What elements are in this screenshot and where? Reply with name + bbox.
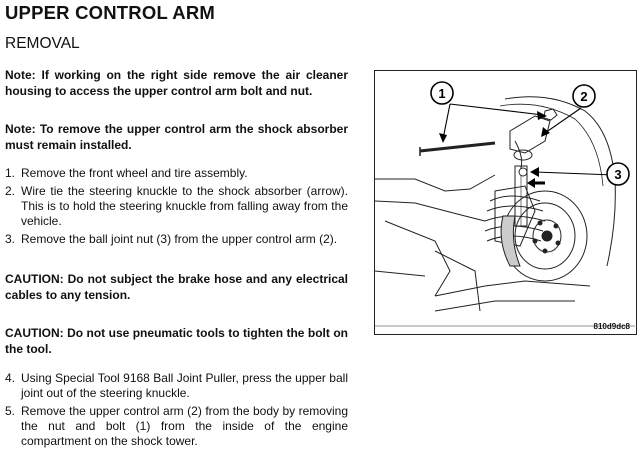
- caution-brake-hose: CAUTION: Do not subject the brake hose a…: [5, 272, 348, 302]
- caution-pneumatic-tools: CAUTION: Do not use pneumatic tools to t…: [5, 326, 348, 356]
- steps-list-first: 1.Remove the front wheel and tire assemb…: [5, 166, 348, 250]
- list-item: 3.Remove the ball joint nut (3) from the…: [5, 232, 338, 246]
- callout-1: 1: [430, 81, 454, 105]
- list-item: 2.Wire tie the steering knuckle to the s…: [5, 184, 348, 228]
- suspension-figure: 1 2 3 810d9dc8: [374, 70, 637, 335]
- steps-list-second: 4.Using Special Tool 9168 Ball Joint Pul…: [5, 371, 348, 452]
- callout-3-label: 3: [614, 167, 621, 182]
- suspension-illustration: 1 2 3: [375, 81, 635, 327]
- callout-3: 3: [606, 162, 630, 186]
- list-item: 5.Remove the upper control arm (2) from …: [5, 404, 348, 448]
- page-title: UPPER CONTROL ARM: [5, 2, 215, 23]
- callout-2: 2: [572, 84, 596, 108]
- list-item: 1.Remove the front wheel and tire assemb…: [5, 166, 248, 180]
- list-item: 4.Using Special Tool 9168 Ball Joint Pul…: [5, 371, 348, 400]
- callout-1-label: 1: [438, 86, 445, 101]
- section-title: REMOVAL: [5, 35, 80, 52]
- callout-2-label: 2: [580, 89, 587, 104]
- note-shock-absorber: Note: To remove the upper control arm th…: [5, 122, 348, 152]
- figure-code: 810d9dc8: [593, 322, 630, 331]
- note-air-cleaner: Note: If working on the right side remov…: [5, 68, 348, 98]
